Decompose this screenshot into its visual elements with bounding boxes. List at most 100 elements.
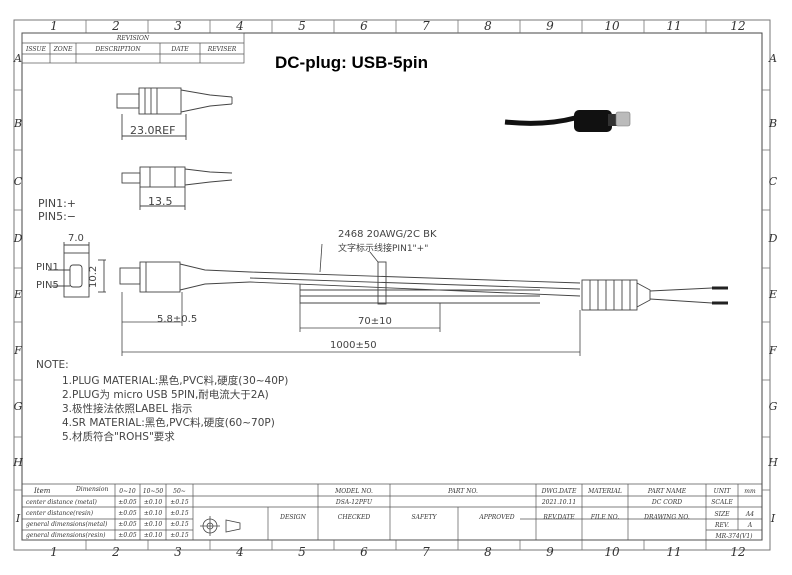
tolerance-value: ±0.15 [170, 510, 189, 517]
rev-value: A [747, 522, 753, 529]
column-number: 4 [236, 545, 244, 559]
row-letter: E [768, 288, 778, 301]
row-letter: D [13, 232, 23, 245]
column-number: 11 [666, 19, 682, 33]
tolerance-row-label: general dimensions(metal) [26, 521, 108, 528]
tolerance-value: ±0.10 [143, 510, 163, 517]
dim-1000: 1000±50 [330, 340, 377, 351]
title-block-lines [22, 483, 762, 541]
row-letter: H [768, 456, 778, 469]
note-item: 2.PLUG为 micro USB 5PIN,耐电流大于2A) [62, 389, 269, 401]
row-letter: G [13, 400, 23, 413]
leader-lines [319, 243, 379, 273]
column-number: 2 [112, 19, 120, 33]
row-letter: B [768, 117, 778, 130]
dimension-lines [121, 292, 581, 356]
revision-col-date: DATE [171, 46, 189, 53]
tolerance-range: 0~10 [119, 488, 136, 495]
column-number: 11 [666, 545, 682, 559]
row-letter: I [15, 512, 21, 525]
connector-side-view [121, 166, 233, 210]
tolerance-range: 10~50 [142, 488, 164, 495]
product-photo [504, 110, 631, 132]
tolerance-value: ±0.15 [170, 499, 189, 506]
outer-frame [13, 19, 771, 551]
connector-front-view [48, 242, 106, 298]
column-number: 10 [604, 19, 620, 33]
revision-col-zone: ZONE [53, 46, 73, 53]
unit-value: mm [744, 488, 756, 495]
column-number: 4 [236, 19, 244, 33]
tolerance-value: ±0.15 [170, 521, 189, 528]
projection-symbol-icon [200, 516, 241, 536]
dwg-date-label: DWG.DATE [541, 488, 577, 495]
note-item: 5.材质符合"ROHS"要求 [62, 431, 175, 443]
note-item: 3.极性接法依照LABEL 指示 [62, 403, 193, 415]
part-name-label: PART NAME [647, 488, 687, 495]
rev-date-label: REV.DATE [543, 514, 575, 521]
row-letter: D [768, 232, 778, 245]
part-name-value: DC CORD [651, 499, 683, 506]
notes-heading: NOTE: [36, 359, 69, 371]
tolerance-value: ±0.10 [143, 532, 163, 539]
column-number: 12 [730, 545, 746, 559]
page-title: DC-plug: USB-5pin [275, 53, 428, 72]
column-number: 6 [360, 19, 368, 33]
row-letter: H [13, 456, 23, 469]
dim-13-5: 13.5 [148, 195, 173, 208]
unit-label: UNIT [713, 488, 731, 495]
form-number: MR-374(V1) [715, 533, 753, 540]
pin1-note: PIN1:+ [38, 197, 77, 210]
dim-7-0: 7.0 [68, 233, 84, 244]
column-number: 8 [484, 545, 492, 559]
pin5-note: PIN5:− [38, 210, 77, 223]
size-value: A4 [745, 511, 755, 518]
row-letter: A [14, 52, 22, 65]
size-label: SIZE [714, 511, 730, 518]
tolerance-value: ±0.15 [170, 532, 189, 539]
tolerance-value: ±0.05 [118, 510, 137, 517]
revision-col-issue: ISSUE [26, 46, 46, 53]
row-letter: C [768, 175, 778, 188]
tolerance-row-label: center distance(resin) [26, 510, 94, 517]
column-number: 9 [546, 545, 554, 559]
row-ticks [14, 89, 770, 491]
material-label: MATERIAL [588, 488, 622, 495]
revision-header: REVISION [116, 35, 150, 42]
dim-ref: 23.0REF [130, 124, 176, 137]
tolerance-row-label: general dimensions(resin) [26, 532, 106, 539]
tolerance-value: ±0.05 [118, 521, 137, 528]
column-number: 7 [422, 19, 430, 33]
row-letter: A [769, 52, 777, 65]
part-no-label: PART NO. [448, 488, 478, 495]
tolerance-row-label: center distance (metal) [26, 499, 97, 506]
tolerance-dimension-header: Dimension [76, 486, 109, 493]
revision-col-description: DESCRIPTION [95, 46, 141, 53]
tolerance-value: ±0.05 [118, 532, 137, 539]
column-number: 6 [360, 545, 368, 559]
tolerance-value: ±0.10 [143, 499, 163, 506]
drawing-no-label: DRAWING NO. [644, 514, 690, 521]
rev-label: REV. [714, 522, 730, 529]
note-item: 1.PLUG MATERIAL:黑色,PVC料,硬度(30~40P) [62, 375, 289, 387]
pin5-label: PIN5 [36, 280, 59, 291]
column-number: 5 [298, 545, 306, 559]
model-no-value: DSA-12PFU [335, 499, 373, 506]
checked-label: CHECKED [337, 514, 371, 521]
connector-top-view [116, 87, 233, 140]
file-no-label: FILE NO. [590, 514, 620, 521]
cable-spec: 2468 20AWG/2C BK [338, 229, 437, 240]
column-number: 3 [174, 19, 182, 33]
design-label: DESIGN [280, 514, 306, 521]
row-letter: I [770, 512, 776, 525]
column-number: 3 [174, 545, 182, 559]
revision-col-reviser: REVISER [207, 46, 237, 53]
column-number: 1 [50, 19, 58, 33]
row-letter: G [768, 400, 778, 413]
row-letter: F [769, 344, 777, 357]
approved-label: APPROVED [479, 514, 515, 521]
tolerance-value: ±0.05 [118, 499, 137, 506]
dwg-date-value: 2021.10.11 [541, 499, 577, 506]
column-number: 12 [730, 19, 746, 33]
